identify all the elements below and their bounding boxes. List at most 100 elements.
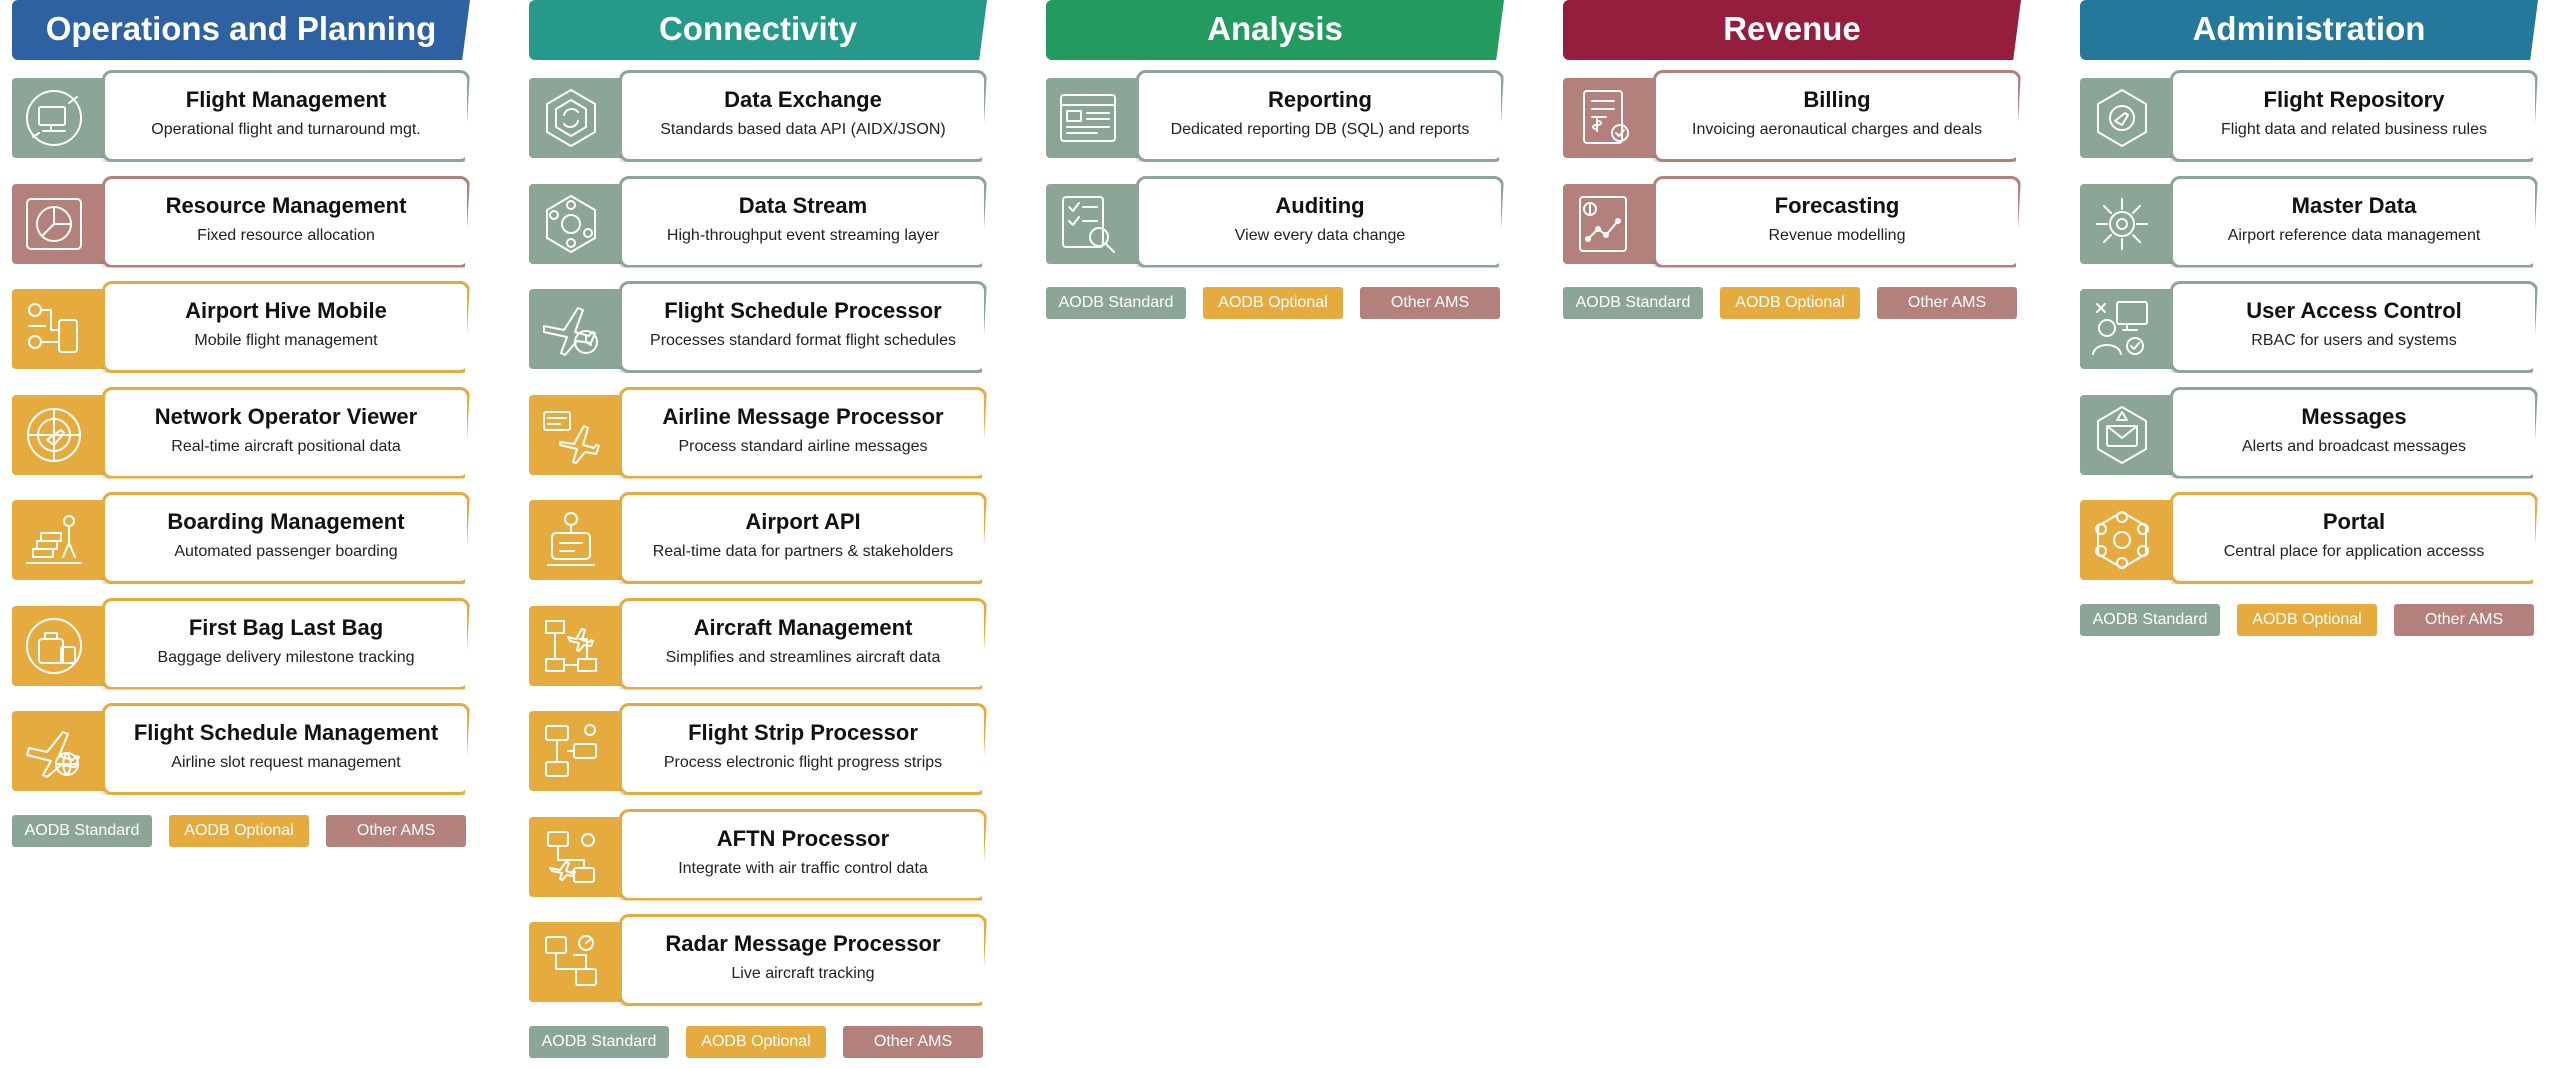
module-subtitle: Invoicing aeronautical charges and deals (1692, 121, 1982, 138)
legend-badge-standard: AODB Standard (529, 1025, 669, 1058)
module-title: Airport Hive Mobile (185, 298, 387, 323)
pie-chart-icon (26, 197, 82, 250)
module-title: Data Exchange (724, 87, 882, 112)
radar-message-icon (545, 935, 597, 986)
legend-badge-optional: AODB Optional (686, 1025, 826, 1058)
module-title: Flight Schedule Processor (664, 298, 942, 323)
module-subtitle: Central place for application accesss (2223, 543, 2485, 560)
legend: AODB Standard AODB Optional Other AMS (529, 1025, 987, 1058)
api-icon (547, 512, 595, 566)
column-header: Operations and Planning (12, 0, 470, 60)
aircraft-flow-icon (545, 619, 597, 672)
module-subtitle: Fixed resource allocation (197, 226, 375, 244)
module-title: Messages (2301, 403, 2407, 429)
module-subtitle: Process standard airline messages (678, 437, 928, 455)
module-subtitle: Alerts and broadcast messages (2241, 437, 2467, 455)
module-subtitle: Standards based data API (AIDX/JSON) (660, 121, 946, 138)
module-title: Portal (2322, 509, 2386, 534)
module-title: Network Operator Viewer (154, 403, 418, 429)
module-title: Auditing (1275, 192, 1365, 218)
module-title: Forecasting (1774, 192, 1900, 218)
plane-globe-icon (26, 731, 80, 778)
module-title: Airport API (745, 509, 861, 534)
module-subtitle: Processes standard format flight schedul… (650, 332, 956, 349)
module-subtitle: Mobile flight management (194, 332, 378, 349)
legend-badge-standard: AODB Standard (2080, 603, 2220, 636)
module-title: Boarding Management (167, 509, 405, 534)
repository-icon (2097, 89, 2147, 147)
module-subtitle: Real-time aircraft positional data (171, 437, 401, 455)
module-title: Flight Strip Processor (688, 720, 918, 745)
legend-badge-other: Other AMS (2394, 603, 2534, 636)
module-title: Billing (1803, 87, 1871, 112)
module-subtitle: High-throughput event streaming layer (666, 226, 940, 244)
legend-badge-standard: AODB Standard (1046, 287, 1186, 319)
module-title: Radar Message Processor (665, 931, 941, 956)
audit-icon (1062, 195, 1115, 253)
module-icon-tile (529, 922, 641, 1002)
column-header: Administration (2080, 0, 2538, 60)
module-subtitle: Simplifies and streamlines aircraft data (665, 648, 941, 666)
module-subtitle: Automated passenger boarding (174, 543, 398, 560)
column-header: Analysis (1046, 0, 1504, 60)
legend-badge-standard: AODB Standard (1563, 287, 1703, 319)
module-subtitle: Revenue modelling (1768, 226, 1906, 244)
aftn-icon (547, 830, 595, 883)
exchange-hex-icon (546, 89, 596, 147)
radar-plane-icon (27, 407, 81, 462)
module-subtitle: Airport reference data management (2227, 226, 2481, 244)
plane-clock-icon (543, 307, 598, 356)
module-subtitle: View every data change (1234, 226, 1406, 244)
module-title: Data Stream (738, 192, 868, 218)
flight-strip-icon (545, 724, 597, 777)
legend-badge-other: Other AMS (843, 1025, 983, 1058)
module-title: Aircraft Management (693, 614, 913, 640)
module-subtitle: Process electronic flight progress strip… (663, 754, 943, 771)
column-header: Connectivity (529, 0, 987, 60)
